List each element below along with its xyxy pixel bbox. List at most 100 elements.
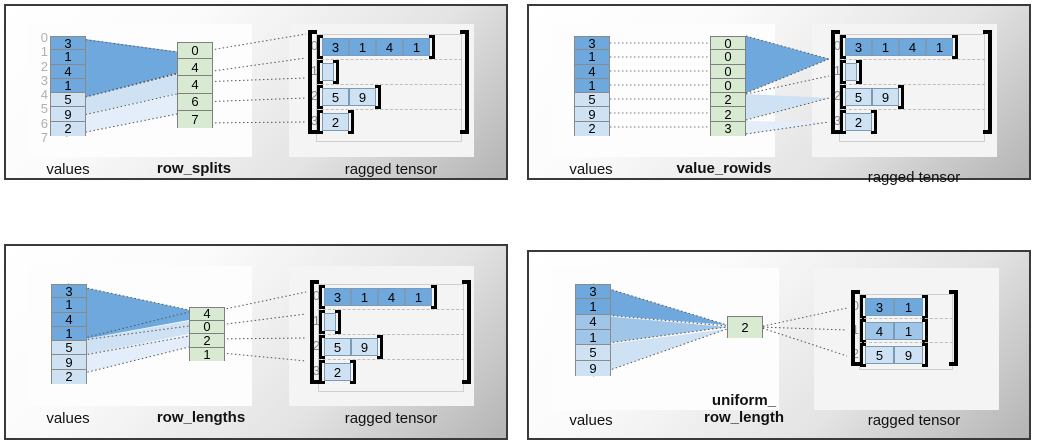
values-label: values <box>569 161 613 178</box>
value-index-label: 1 <box>40 44 48 60</box>
value-cell: 9 <box>51 355 87 370</box>
tensor-cell: 9 <box>349 88 376 106</box>
tensor-cell-empty <box>324 313 336 331</box>
tensor-cell: 3 <box>865 298 894 316</box>
tensor-bracket-right <box>983 30 992 134</box>
value-cell: 2 <box>574 121 610 136</box>
tensor-cell-empty <box>322 63 334 81</box>
tensor-row-bracket-right <box>856 60 862 84</box>
tensor-cell: 9 <box>351 338 378 356</box>
tensor-row-bracket-right <box>952 35 958 59</box>
tensor-row-index: 1 <box>833 63 841 78</box>
tensor-row-separator <box>318 334 464 335</box>
tensor-row-separator <box>318 309 464 310</box>
value-cell: 1 <box>51 326 87 342</box>
tensor-row: 2 <box>324 363 351 381</box>
encoding-label-line2: row_length <box>703 409 784 426</box>
value-cell: 1 <box>574 78 610 94</box>
value-cell: 4 <box>575 314 611 330</box>
encoding-cell: 0 <box>189 319 225 334</box>
tensor-bracket-right <box>462 280 471 384</box>
tensor-bracket-left <box>831 30 840 134</box>
value-cell: 3 <box>51 284 87 299</box>
tensor-cell: 5 <box>324 338 351 356</box>
tensor-row-bracket-left <box>840 35 846 59</box>
tensor-row-bracket-left <box>317 35 323 59</box>
tensor-outline-rowids <box>839 34 985 142</box>
value-cell: 1 <box>574 49 610 65</box>
encoding-cell: 2 <box>710 92 746 108</box>
tensor-cell: 1 <box>405 288 432 306</box>
tensor-cell: 2 <box>322 113 349 131</box>
tensor-outline-rowlengths <box>318 284 464 392</box>
tensor-cell: 5 <box>845 88 872 106</box>
tensor-row-separator <box>839 109 985 110</box>
tensor-row <box>324 313 336 331</box>
encoding-cell: 0 <box>710 49 746 65</box>
tensor-row-bracket-right <box>871 110 877 134</box>
tensor-cell: 1 <box>894 298 923 316</box>
encoding-cell: 1 <box>189 347 225 362</box>
tensor-row-bracket-left <box>319 335 325 359</box>
tensor-row-index: 3 <box>312 363 320 378</box>
tensor-row: 2 <box>845 113 872 131</box>
tensor-row-bracket-right <box>429 35 435 59</box>
tensor-bracket-left <box>308 30 317 134</box>
value-cell: 3 <box>575 284 611 300</box>
value-cell: 1 <box>50 49 86 65</box>
tensor-row-separator <box>316 109 462 110</box>
tensor-row-separator <box>316 59 462 60</box>
tensor-row <box>322 63 334 81</box>
tensor-cell: 2 <box>845 113 872 131</box>
tensor-row-separator <box>839 59 985 60</box>
tensor-row-index: 2 <box>312 338 320 353</box>
tensor-row-bracket-right <box>922 319 928 343</box>
tensor-row-index: 1 <box>851 322 859 337</box>
encoding-cell: 2 <box>727 316 763 338</box>
encoding-cell: 0 <box>177 42 213 60</box>
tensor-row-bracket-left <box>319 360 325 384</box>
value-index-label: 7 <box>40 130 48 145</box>
tensor-row-bracket-right <box>375 85 381 109</box>
tensor-cell: 4 <box>865 322 894 340</box>
tensor-row-separator <box>316 84 462 85</box>
encoding-cell: 4 <box>177 76 213 94</box>
tensor-row-separator <box>859 342 953 343</box>
tensor-bracket-left <box>851 290 860 366</box>
tensor-cell: 1 <box>926 38 953 56</box>
value-cell: 5 <box>574 92 610 108</box>
value-cell: 1 <box>51 297 87 313</box>
encoding-label: row_lengths <box>156 409 246 426</box>
tensor-row-bracket-right <box>348 110 354 134</box>
encoding-cell: 0 <box>710 64 746 79</box>
tensor-row-index: 1 <box>312 313 320 328</box>
tensor-row <box>845 63 857 81</box>
encoding-cell: 4 <box>189 306 225 321</box>
values-label: values <box>46 410 90 427</box>
tensor-row-separator <box>859 318 953 319</box>
encoding-label-line1: uniform_ <box>711 392 777 409</box>
value-cell: 9 <box>50 107 86 122</box>
tensor-cell: 9 <box>894 346 923 364</box>
tensor-row-index: 0 <box>851 298 859 313</box>
tensor-row-bracket-left <box>860 319 866 343</box>
tensor-cell: 3 <box>845 38 872 56</box>
tensor-cell: 4 <box>376 38 403 56</box>
tensor-row-separator <box>318 359 464 360</box>
tensor-cell: 2 <box>324 363 351 381</box>
value-index-label: 6 <box>40 115 48 131</box>
value-cell: 4 <box>574 64 610 79</box>
value-cell: 5 <box>50 92 86 108</box>
tensor-row-bracket-right <box>333 60 339 84</box>
tensor-cell: 1 <box>872 38 899 56</box>
tensor-row-index: 2 <box>833 88 841 103</box>
tensor-cell: 1 <box>894 322 923 340</box>
tensor-label: ragged tensor <box>867 169 961 186</box>
